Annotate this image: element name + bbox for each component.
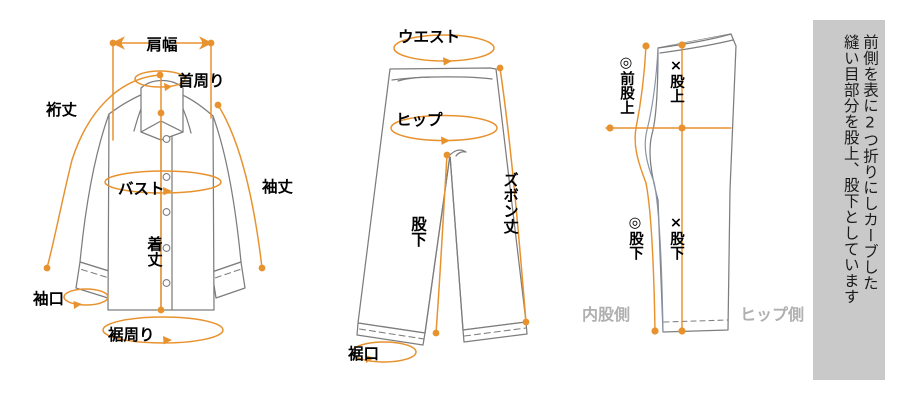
label-straight-inseam: ×股下 <box>668 215 684 261</box>
label-sleeve-length: 袖丈 <box>261 177 294 196</box>
pants-diagram: ウエスト ヒップ ズボン丈 股下 裾口 <box>330 0 610 400</box>
leg-pattern-diagram: ◎前股上 ×股上 ◎股下 ×股下 内股側 ヒップ側 <box>582 0 810 400</box>
measurement-note-panel: 前側を表に2つ折りにしカーブした 縫い目部分を股上、股下としています <box>813 20 885 380</box>
label-neck: 首周り <box>178 71 225 90</box>
label-hip-side: ヒップ側 <box>740 305 804 324</box>
label-waist: ウエスト <box>398 28 460 46</box>
label-rise: ×股上 <box>668 58 684 103</box>
jacket-arrow-heads <box>73 38 211 345</box>
label-hip: ヒップ <box>396 110 443 129</box>
label-pants-length: ズボン丈 <box>501 171 519 236</box>
note-line-2: 縫い目部分を股上、股下としています <box>841 34 860 305</box>
leg-pattern-svg: ◎前股上 ×股上 ◎股下 ×股下 内股側 ヒップ側 <box>582 33 804 335</box>
leg-pattern-measure-lines <box>605 44 732 332</box>
label-curved-inseam: ◎股下 <box>627 215 643 261</box>
jacket-diagram: 肩幅 首周り 裄丈 袖丈 バスト 着丈 袖口 裾周り <box>0 0 330 400</box>
label-cuff: 袖口 <box>32 289 64 308</box>
leg-pattern-outline <box>644 33 737 333</box>
note-line-1: 前側を表に2つ折りにしカーブした <box>861 34 879 291</box>
label-shoulder-width: 肩幅 <box>146 35 178 54</box>
pants-svg: ウエスト ヒップ ズボン丈 股下 裾口 <box>347 28 530 363</box>
label-yoke-length: 裄丈 <box>45 101 78 119</box>
pants-arrow-heads <box>365 57 452 363</box>
leg-pattern-endpoint-dots <box>606 41 686 335</box>
label-inner-thigh-side: 内股側 <box>582 305 630 324</box>
pants-endpoint-dots <box>432 64 530 337</box>
jacket-endpoint-dots <box>43 39 266 314</box>
label-hem: 裾周り <box>107 326 155 344</box>
pants-measure-lines <box>351 34 527 363</box>
label-leg-opening: 裾口 <box>347 345 379 363</box>
label-bust: バスト <box>118 180 165 198</box>
label-body-length: 着丈 <box>145 235 163 269</box>
label-front-rise: ◎前股上 <box>618 55 634 115</box>
jacket-svg: 肩幅 首周り 裄丈 袖丈 バスト 着丈 袖口 裾周り <box>32 35 294 345</box>
label-inseam: 股下 <box>409 216 427 249</box>
